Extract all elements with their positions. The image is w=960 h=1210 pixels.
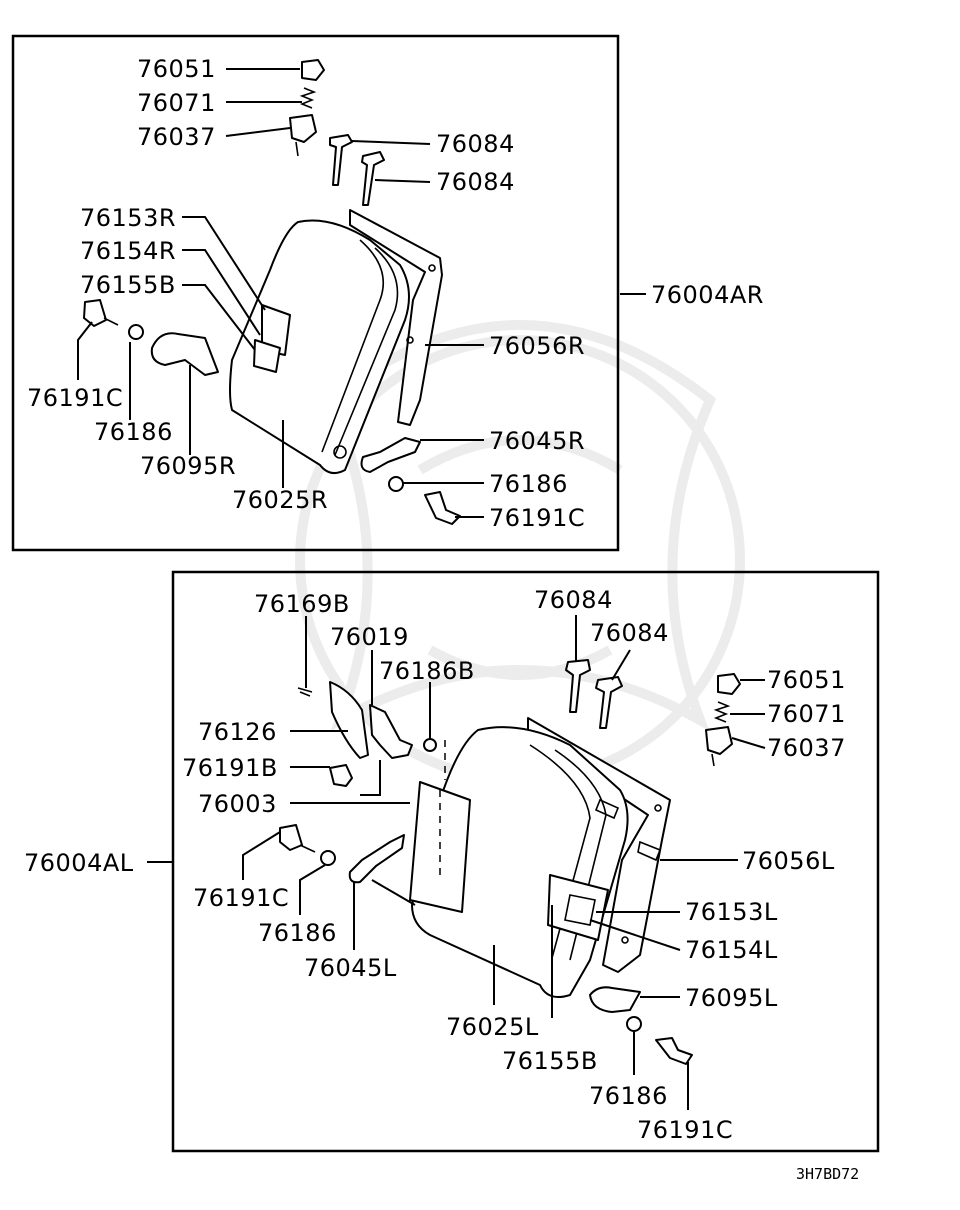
- upper-seat-back-drawing: [83, 59, 461, 525]
- label-76154L: 76154L: [685, 936, 778, 964]
- lower-leader-lines: [147, 615, 766, 1110]
- label-76056R: 76056R: [489, 332, 585, 360]
- label-76153R: 76153R: [80, 204, 176, 232]
- label-76186-upper-right: 76186: [489, 470, 568, 498]
- label-76095R: 76095R: [140, 452, 236, 480]
- label-76004AL: 76004AL: [24, 849, 134, 877]
- label-76095L: 76095L: [685, 984, 778, 1012]
- label-76191C-lower-left: 76191C: [193, 884, 289, 912]
- label-76071-upper: 76071: [137, 89, 216, 117]
- label-76155B-upper: 76155B: [80, 271, 176, 299]
- reference-code: 3H7BD72: [796, 1165, 859, 1183]
- label-76084-upper-a: 76084: [436, 130, 515, 158]
- label-76191C-lower-right: 76191C: [637, 1116, 733, 1144]
- label-76019: 76019: [330, 623, 409, 651]
- label-76056L: 76056L: [742, 847, 835, 875]
- label-76186-upper-left: 76186: [94, 418, 173, 446]
- label-76084-lower-b: 76084: [590, 619, 669, 647]
- label-76037-lower: 76037: [767, 734, 846, 762]
- label-76025L: 76025L: [446, 1013, 539, 1041]
- label-76037-upper: 76037: [137, 123, 216, 151]
- label-76191C-upper-left: 76191C: [27, 384, 123, 412]
- label-76045R: 76045R: [489, 427, 585, 455]
- label-76051-lower: 76051: [767, 666, 846, 694]
- label-76126: 76126: [198, 718, 277, 746]
- label-76191C-upper-right: 76191C: [489, 504, 585, 532]
- label-76025R: 76025R: [232, 486, 328, 514]
- label-76084-lower-a: 76084: [534, 586, 613, 614]
- label-76051-upper: 76051: [137, 55, 216, 83]
- label-76186-lower-left: 76186: [258, 919, 337, 947]
- label-76186B: 76186B: [379, 657, 475, 685]
- label-76191B: 76191B: [182, 754, 278, 782]
- label-76004AR: 76004AR: [651, 281, 764, 309]
- label-76186-lower-right: 76186: [589, 1082, 668, 1110]
- label-76154R: 76154R: [80, 237, 176, 265]
- label-76003: 76003: [198, 790, 277, 818]
- label-76169B: 76169B: [254, 590, 350, 618]
- label-76153L: 76153L: [685, 898, 778, 926]
- upper-leader-lines: [77, 68, 646, 518]
- label-76084-upper-b: 76084: [436, 168, 515, 196]
- lower-seat-back-drawing: [279, 659, 741, 1065]
- upper-group-box: [11, 34, 620, 552]
- label-76071-lower: 76071: [767, 700, 846, 728]
- lower-labels: 76169B 76084 76019 76084 76186B 76051 76…: [24, 586, 846, 1144]
- label-76155B-lower: 76155B: [502, 1047, 598, 1075]
- upper-labels: 76051 76071 76037 76084 76084 76153R 761…: [27, 55, 764, 532]
- label-76045L: 76045L: [304, 954, 397, 982]
